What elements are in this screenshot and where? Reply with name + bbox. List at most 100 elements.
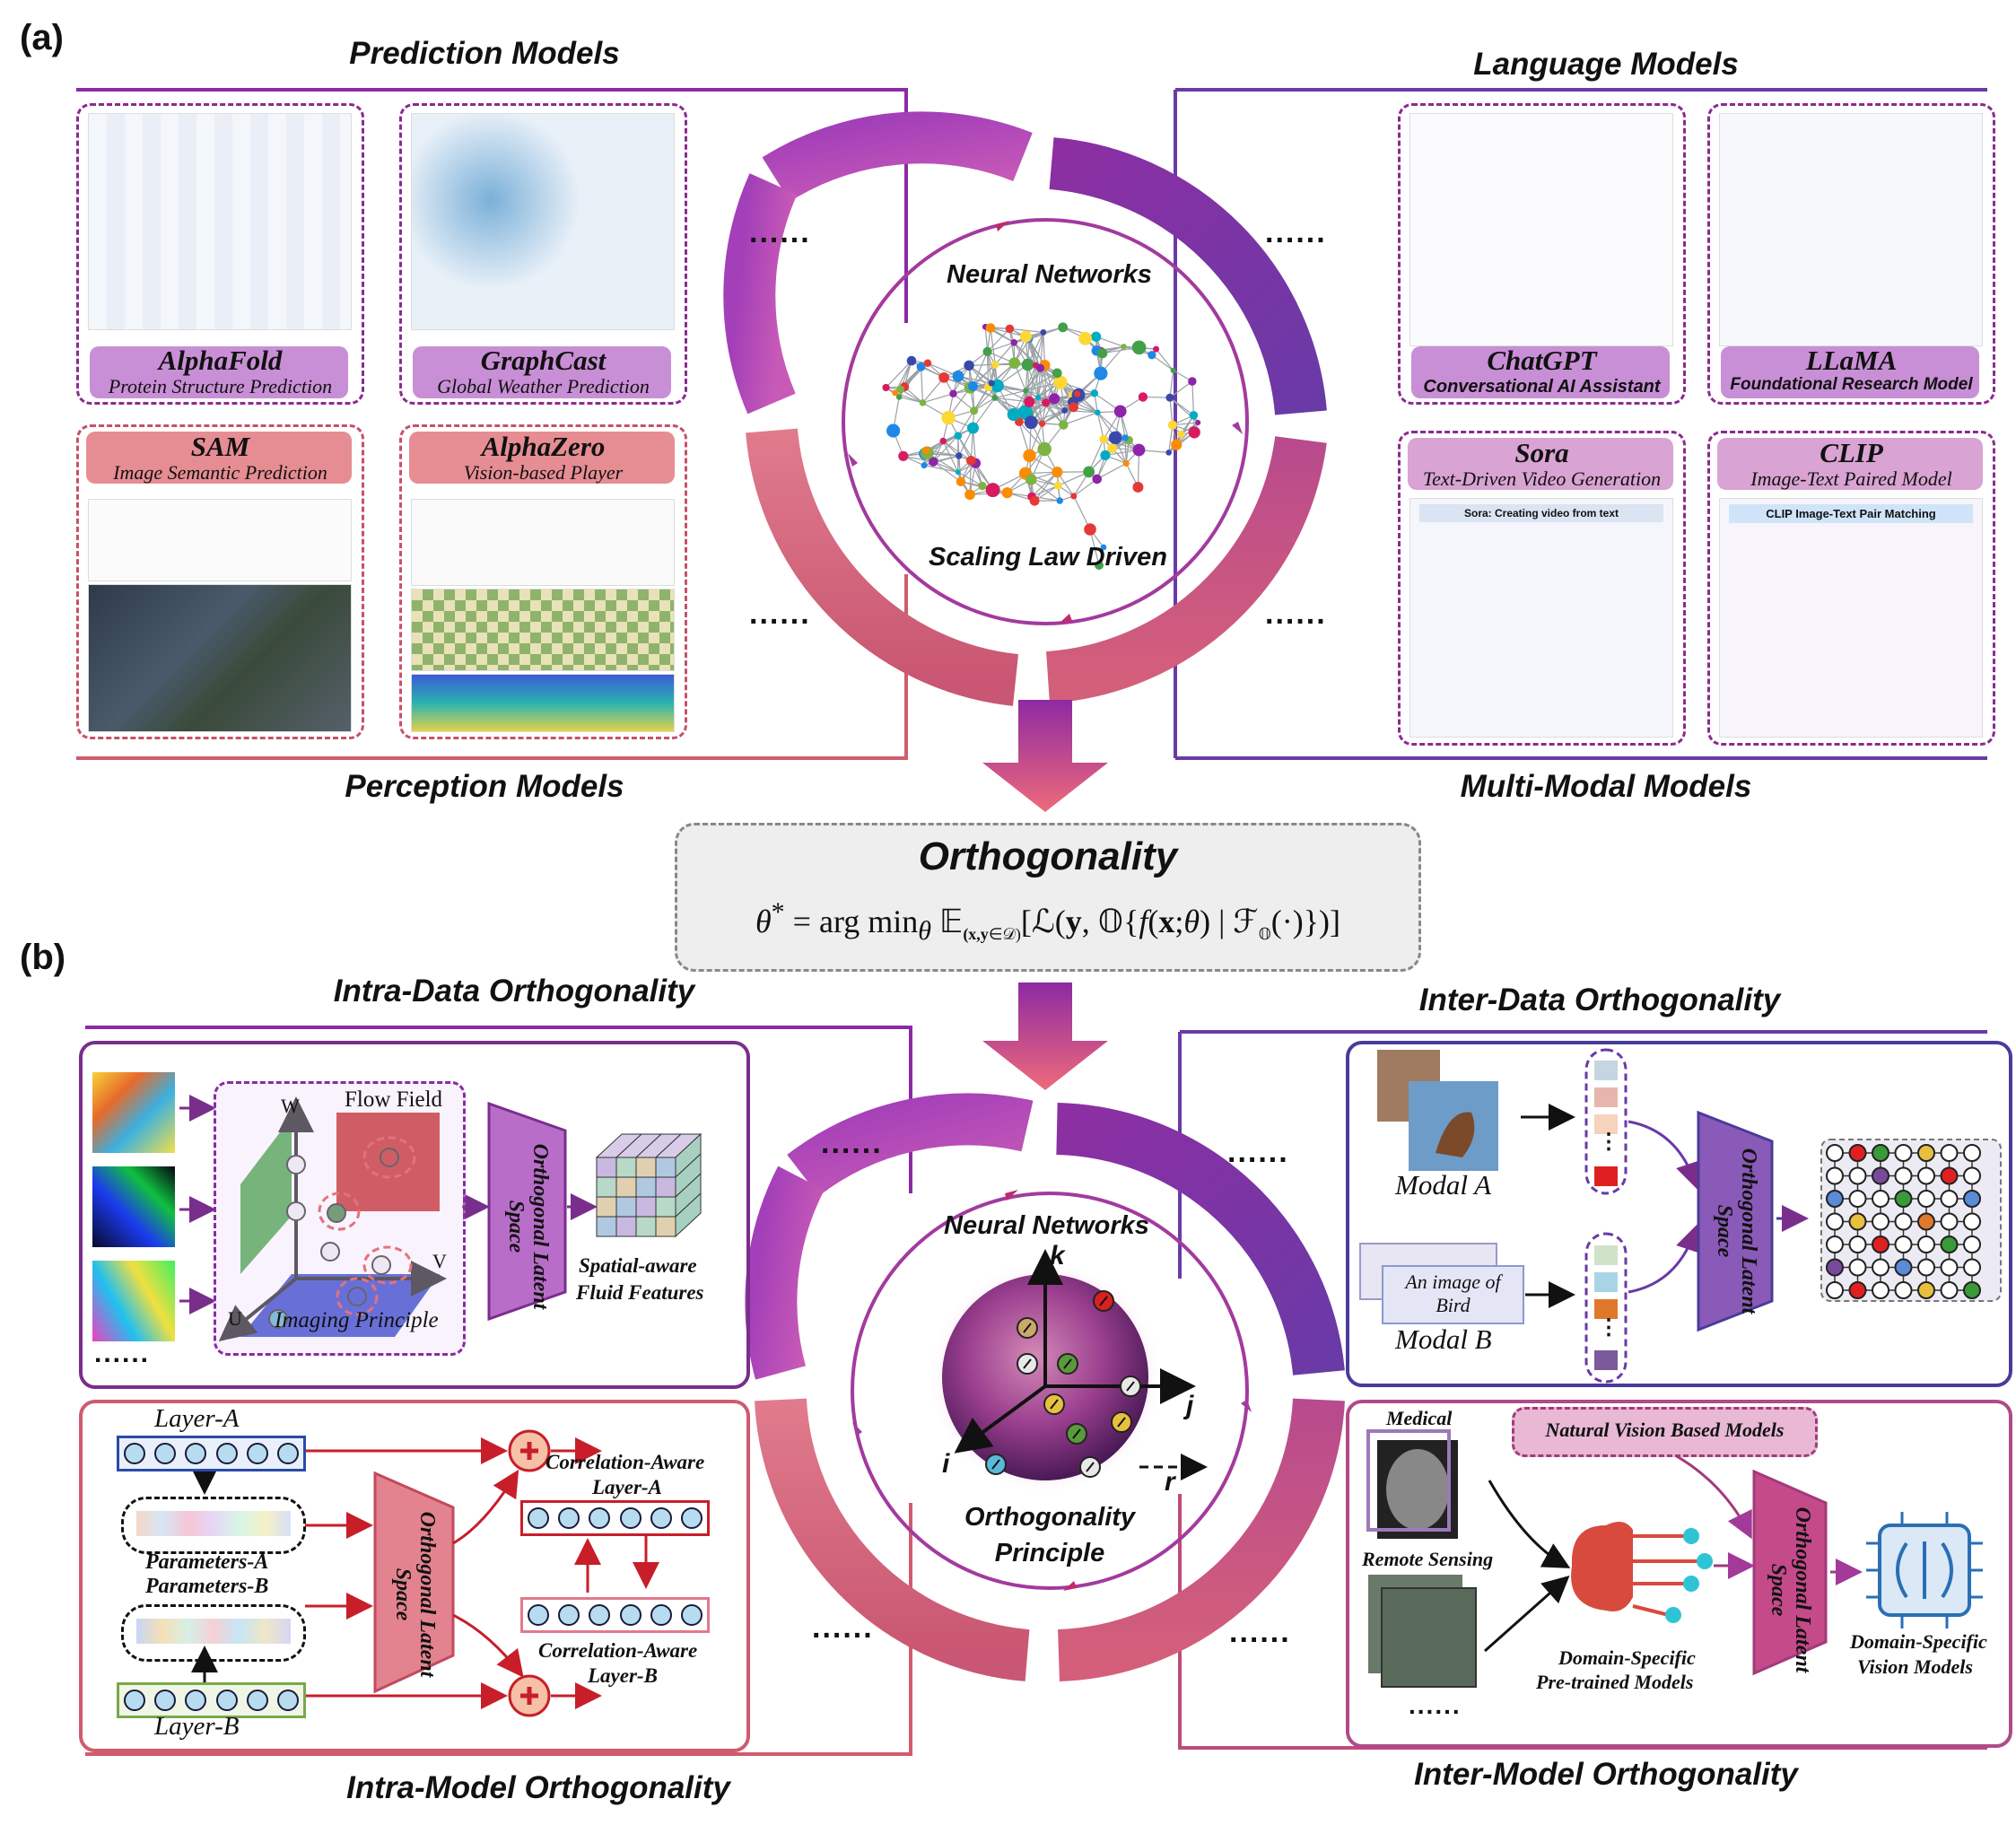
clip-name: CLIP	[1820, 437, 1883, 468]
network-node	[895, 394, 903, 400]
graph-node	[1963, 1190, 1981, 1208]
graph-node	[1963, 1236, 1981, 1253]
graph-node	[1894, 1190, 1913, 1208]
params-a-label: Parameters-A	[145, 1550, 269, 1574]
network-node	[1091, 331, 1102, 342]
sam-name: SAM	[190, 431, 250, 462]
network-node	[978, 481, 987, 491]
graph-node	[1872, 1190, 1889, 1208]
llama-desc: Foundational Research Model	[1730, 375, 1973, 394]
alphazero-card: AlphaZero Vision-based Player	[399, 424, 687, 739]
graph-node	[1848, 1236, 1867, 1253]
network-node	[1095, 409, 1101, 416]
graph-node	[1826, 1212, 1844, 1231]
intra-data-ellipsis: ......	[94, 1339, 151, 1368]
chatgpt-desc: Conversational AI Assistant	[1423, 377, 1661, 397]
vector-node	[286, 1155, 306, 1174]
graph-node	[1940, 1144, 1959, 1162]
sora-desc: Text-Driven Video Generation	[1422, 467, 1662, 490]
fluid-features-line1: Spatial-aware	[579, 1254, 697, 1277]
graph-node	[1826, 1281, 1844, 1299]
network-node	[1049, 393, 1060, 405]
corr-b-line2: Layer-B	[588, 1664, 658, 1687]
corr-layer-a-neurons	[520, 1500, 710, 1536]
axis-k-label: k	[1050, 1241, 1065, 1271]
network-node	[985, 323, 996, 333]
network-node	[1056, 497, 1063, 504]
network-node	[916, 362, 926, 371]
network-node	[1025, 474, 1037, 485]
network-node	[1113, 405, 1127, 418]
sam-card: SAM Image Semantic Prediction	[76, 424, 364, 739]
flow-thumb-2	[92, 1166, 175, 1247]
graphcast-desc: Global Weather Prediction	[437, 375, 650, 397]
layer-b-neurons	[117, 1682, 306, 1718]
sam-desc: Image Semantic Prediction	[113, 461, 327, 484]
network-node	[1084, 523, 1096, 536]
flow-field-label: Flow Field	[345, 1087, 443, 1112]
corr-layer-b-neurons	[520, 1597, 710, 1633]
intra-data-latent-label: Orthogonal Latent Space	[504, 1143, 552, 1310]
network-node	[1122, 459, 1130, 467]
network-node	[1188, 377, 1197, 386]
graph-node	[1917, 1190, 1935, 1208]
intra-model-latent-label: Orthogonal Latent Space	[391, 1511, 439, 1678]
ellipsis-a-bl: ......	[749, 597, 811, 631]
orthogonality-principle-line1: Orthogonality	[964, 1503, 1136, 1532]
multimodal-models-title: Multi-Modal Models	[1460, 769, 1752, 804]
graph-node	[1848, 1166, 1867, 1185]
network-node	[1053, 481, 1062, 490]
caption-card: An image of Bird	[1382, 1265, 1524, 1324]
network-node	[1100, 450, 1111, 461]
alphazero-boards	[411, 589, 675, 671]
network-node	[1024, 415, 1038, 430]
vector-node	[268, 1309, 288, 1329]
network-node	[1188, 426, 1200, 439]
vector-node	[286, 1201, 306, 1221]
scaling-law-label: Scaling Law Driven	[929, 543, 1167, 572]
network-node	[952, 370, 964, 382]
network-node	[1053, 375, 1068, 389]
graph-node	[1940, 1258, 1959, 1277]
network-node	[949, 389, 957, 397]
graph-node	[1894, 1281, 1913, 1299]
sora-card: Sora Text-Driven Video Generation Sora: …	[1398, 431, 1686, 746]
network-node	[1052, 368, 1062, 379]
ellipsis-b-bl: ......	[812, 1611, 874, 1645]
graph-node	[1826, 1258, 1844, 1277]
neural-networks-label-a: Neural Networks	[947, 260, 1152, 289]
graph-node	[1848, 1281, 1867, 1299]
intra-data-box	[79, 1041, 750, 1389]
network-node	[1024, 396, 1035, 407]
ellipsis-b-tl: ......	[821, 1126, 883, 1160]
layer-b-label: Layer-B	[154, 1712, 240, 1741]
intra-data-title: Intra-Data Orthogonality	[333, 974, 695, 1009]
sora-figure: Sora: Creating video from text	[1409, 498, 1673, 738]
network-node	[967, 381, 978, 392]
network-node	[1100, 544, 1107, 551]
panel-a-label: (a)	[20, 18, 64, 57]
alphafold-card: AlphaFold Protein Structure Prediction	[76, 103, 364, 405]
inter-model-box	[1346, 1400, 2012, 1748]
network-node	[1132, 443, 1146, 457]
graph-node	[1872, 1212, 1889, 1231]
modal-a-label: Modal A	[1395, 1169, 1492, 1201]
graphcast-figure	[411, 113, 675, 330]
sam-aerial-image	[88, 584, 352, 732]
network-node	[982, 346, 992, 356]
network-node	[985, 483, 1000, 498]
clip-figure-title: CLIP Image-Text Pair Matching	[1729, 504, 1973, 523]
corr-a-line1: Correlation-Aware	[545, 1451, 705, 1473]
network-node	[1001, 487, 1013, 499]
sora-figure-title: Sora: Creating video from text	[1419, 504, 1663, 522]
alphazero-heatmaps	[411, 674, 675, 732]
network-node	[1132, 481, 1144, 493]
flow-thumb-3	[92, 1261, 175, 1341]
graph-node	[1917, 1144, 1935, 1162]
graph-node	[1894, 1236, 1913, 1253]
network-node	[1061, 407, 1069, 414]
orthogonal-vectors	[985, 1290, 1141, 1478]
network-node	[1008, 357, 1021, 370]
